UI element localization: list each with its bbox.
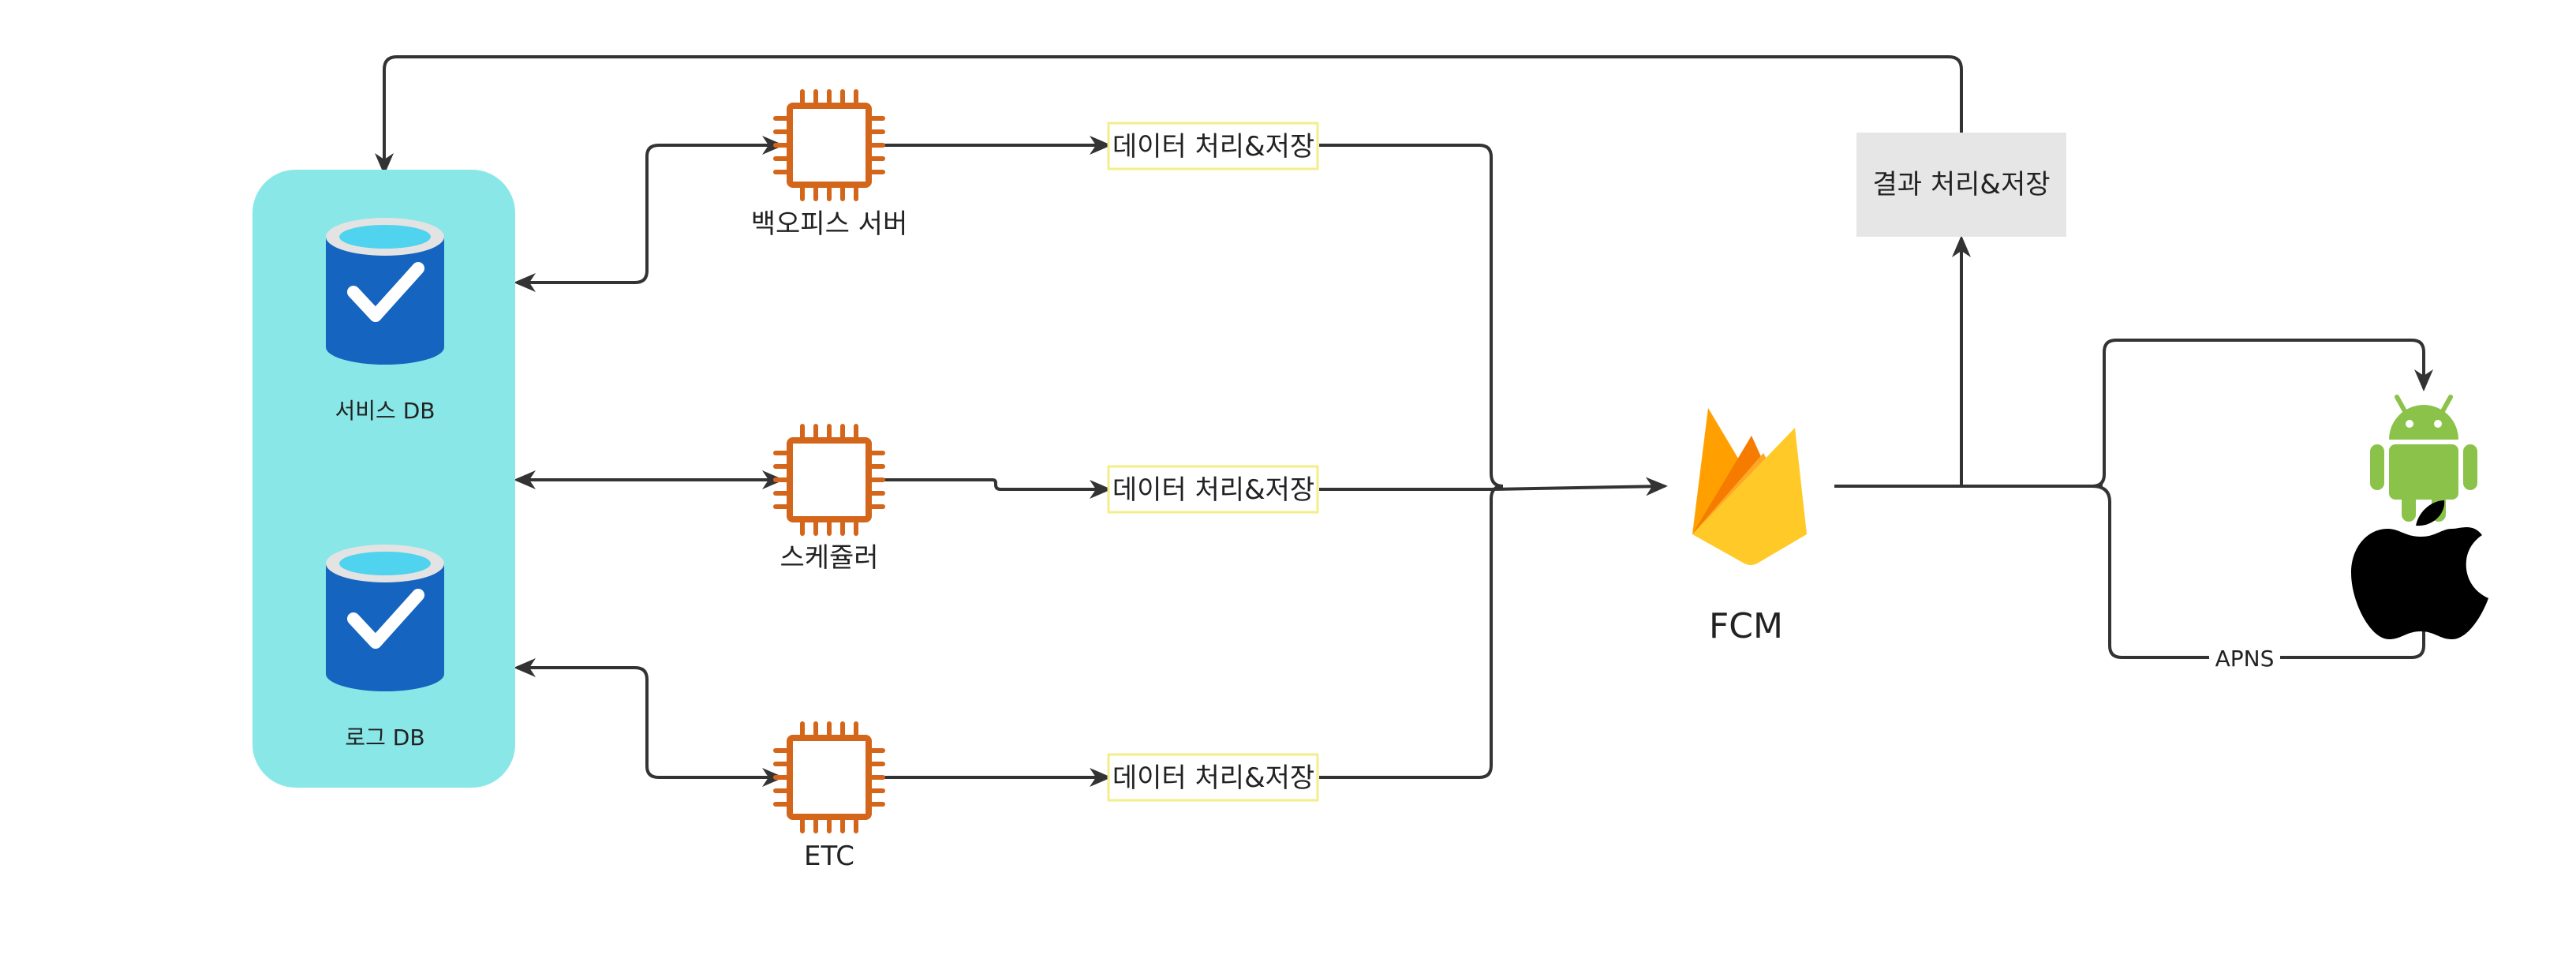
apns-label: APNS — [2215, 646, 2275, 672]
log-db-label: 로그 DB — [345, 724, 424, 751]
apns-label-bg — [2209, 644, 2280, 671]
result-box — [1856, 133, 2066, 237]
process-box-bottom-label: 데이터 처리&저장 — [1112, 762, 1314, 794]
apple-icon — [2351, 500, 2488, 639]
etc-label: ETC — [804, 841, 854, 872]
connector-db-etc — [514, 658, 784, 787]
process-box-top-label: 데이터 처리&저장 — [1112, 131, 1314, 163]
process-box-bottom — [1107, 753, 1319, 802]
fcm-label: FCM — [1709, 606, 1783, 646]
backoffice-server-label: 백오피스 서버 — [751, 208, 908, 240]
result-box-label: 결과 처리&저장 — [1873, 169, 2051, 200]
scheduler-label: 스케쥴러 — [780, 542, 878, 574]
service-db-label: 서비스 DB — [335, 398, 436, 424]
cpu-chip-icon — [776, 426, 883, 534]
database-check-icon — [326, 545, 444, 691]
database-check-icon — [326, 218, 444, 365]
process-box-middle — [1107, 465, 1319, 514]
connector-fcm-android — [2092, 339, 2433, 488]
connector-fcm-apns — [2092, 485, 2433, 659]
connector-process-top-fcm — [1319, 144, 1504, 488]
cpu-chip-icon — [776, 92, 883, 199]
connector-top-loop — [375, 55, 1963, 175]
db-panel — [252, 170, 515, 788]
connector-process-mid-fcm — [1319, 477, 1668, 496]
process-box-top — [1107, 122, 1319, 170]
connector-process-bottom-fcm — [1319, 485, 1504, 779]
android-icon — [2370, 395, 2477, 522]
connector-scheduler-process — [882, 478, 1112, 499]
process-box-middle-label: 데이터 처리&저장 — [1112, 474, 1314, 506]
firebase-icon — [1692, 408, 1807, 565]
connector-db-backoffice — [514, 136, 784, 292]
cpu-chip-icon — [776, 724, 883, 831]
